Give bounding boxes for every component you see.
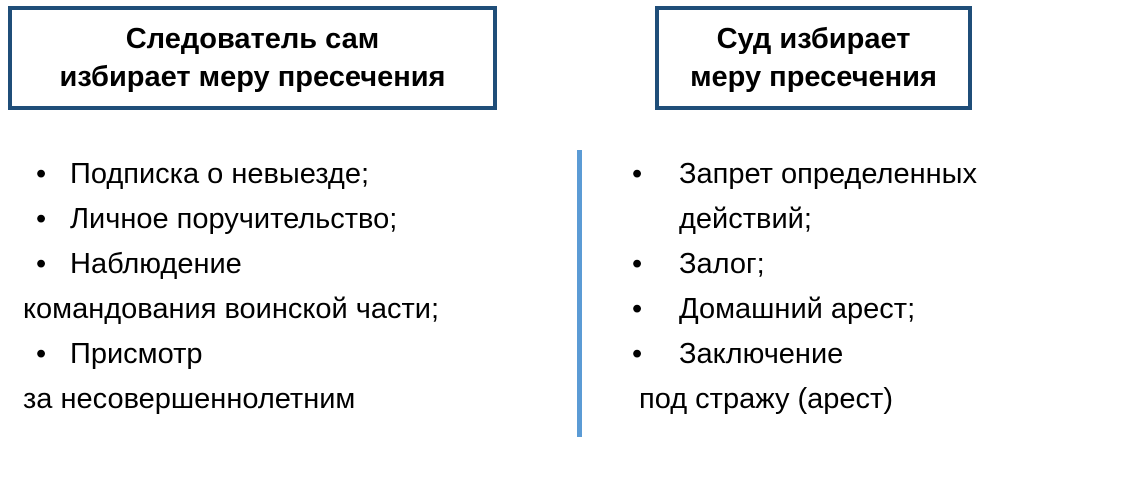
list-item-text: Наблюдение xyxy=(70,248,242,280)
left-header-line2: избирает меру пресечения xyxy=(59,61,446,93)
bullet-icon: • xyxy=(632,158,643,190)
left-header-text: Следователь сам избирает меру пресечения xyxy=(60,20,446,96)
list-item: • Личное поручительство; xyxy=(23,197,568,242)
left-header-line1: Следователь сам xyxy=(125,23,380,55)
right-header-box: Суд избирает меру пресечения xyxy=(655,6,972,110)
list-item-text: Залог; xyxy=(679,248,765,280)
vertical-divider xyxy=(577,150,582,437)
list-item: командования воинской части; xyxy=(23,287,568,332)
list-item-text: Присмотр xyxy=(70,338,203,370)
list-item: • Присмотр xyxy=(23,332,568,377)
bullet-icon: • xyxy=(36,158,47,190)
left-measures-list: • Подписка о невыезде; • Личное поручительс… xyxy=(23,152,568,422)
list-item-text: под стражу (арест) xyxy=(639,383,893,415)
right-header-line2: меру пресечения xyxy=(690,61,937,93)
bullet-icon: • xyxy=(632,338,643,370)
list-item: • Заключение xyxy=(632,332,1107,377)
left-header-box: Следователь сам избирает меру пресечения xyxy=(8,6,497,110)
list-item: • Домашний арест; xyxy=(632,287,1107,332)
bullet-icon: • xyxy=(632,248,643,280)
list-item: • Запрет определенных xyxy=(632,152,1107,197)
list-item: действий; xyxy=(679,197,1107,242)
list-item: за несовершеннолетним xyxy=(23,377,568,422)
right-header-line1: Суд избирает xyxy=(716,23,911,55)
list-item-text: Домашний арест; xyxy=(679,293,916,325)
list-item-text: Подписка о невыезде; xyxy=(70,158,370,190)
list-item-text: за несовершеннолетним xyxy=(23,383,356,415)
list-item-text: командования воинской части; xyxy=(23,293,440,325)
list-item-text: Личное поручительство; xyxy=(70,203,398,235)
list-item: • Подписка о невыезде; xyxy=(23,152,568,197)
right-header-text: Суд избирает меру пресечения xyxy=(690,20,937,96)
list-item: под стражу (арест) xyxy=(639,377,1107,422)
list-item-text: действий; xyxy=(679,203,812,235)
list-item-text: Заключение xyxy=(679,338,844,370)
right-measures-list: • Запрет определенных действий; • Залог; • Дом… xyxy=(632,152,1107,422)
list-item: • Наблюдение xyxy=(23,242,568,287)
bullet-icon: • xyxy=(36,248,47,280)
bullet-icon: • xyxy=(36,203,47,235)
list-item: • Залог; xyxy=(632,242,1107,287)
bullet-icon: • xyxy=(632,293,643,325)
list-item-text: Запрет определенных xyxy=(679,158,977,190)
bullet-icon: • xyxy=(36,338,47,370)
